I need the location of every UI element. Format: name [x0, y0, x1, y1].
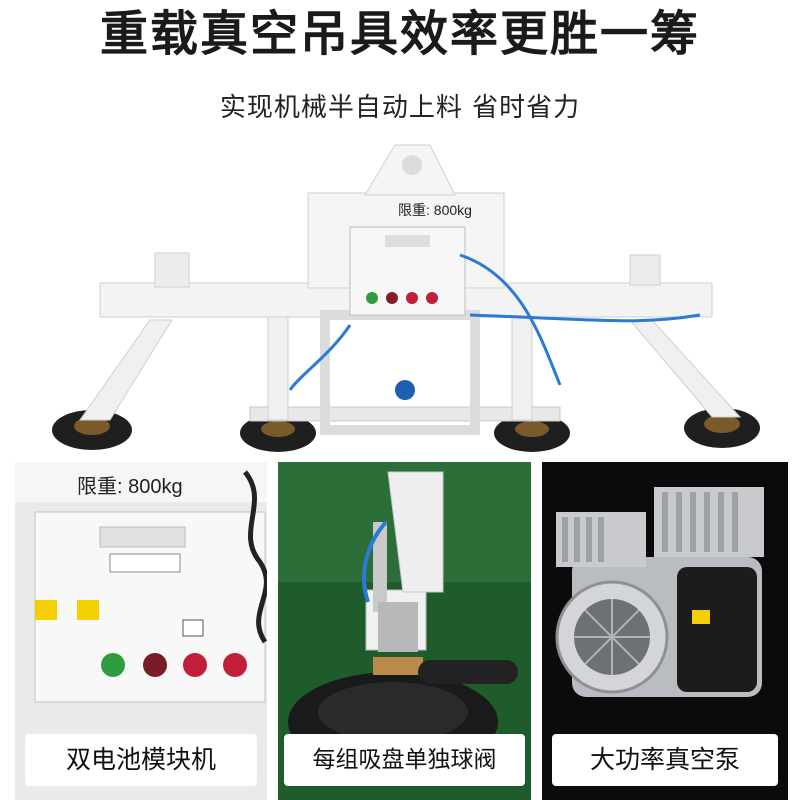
suction-cup	[494, 414, 570, 452]
caption-dual-battery: 双电池模块机	[25, 734, 257, 786]
panel-control-module: 限重: 800kg 双电池模块机	[15, 462, 267, 800]
panel-vacuum-pump: 大功率真空泵	[542, 462, 788, 800]
frame-leg	[79, 319, 173, 421]
panel-ball-valve: 每组吸盘单独球阀	[278, 462, 531, 800]
subheadline: 实现机械半自动上料 省时省力	[219, 93, 581, 123]
suction-cup	[52, 410, 132, 450]
caption-vacuum-pump: 大功率真空泵	[552, 734, 778, 786]
frame-leg	[511, 314, 533, 421]
weight-limit-label: 限重: 800kg	[398, 202, 472, 218]
headline: 重载真空吊具效率更胜一筹	[99, 6, 700, 62]
control-module-illustration	[15, 462, 267, 800]
suction-cup	[240, 414, 316, 452]
frame-leg	[267, 314, 289, 421]
frame-leg	[628, 319, 742, 418]
caption-ball-valve: 每组吸盘单独球阀	[284, 734, 525, 786]
module-weight-limit: 限重: 800kg	[77, 476, 183, 498]
vacuum-lifter-illustration: 限重: 800kg	[52, 144, 760, 452]
suction-cup	[684, 408, 760, 448]
